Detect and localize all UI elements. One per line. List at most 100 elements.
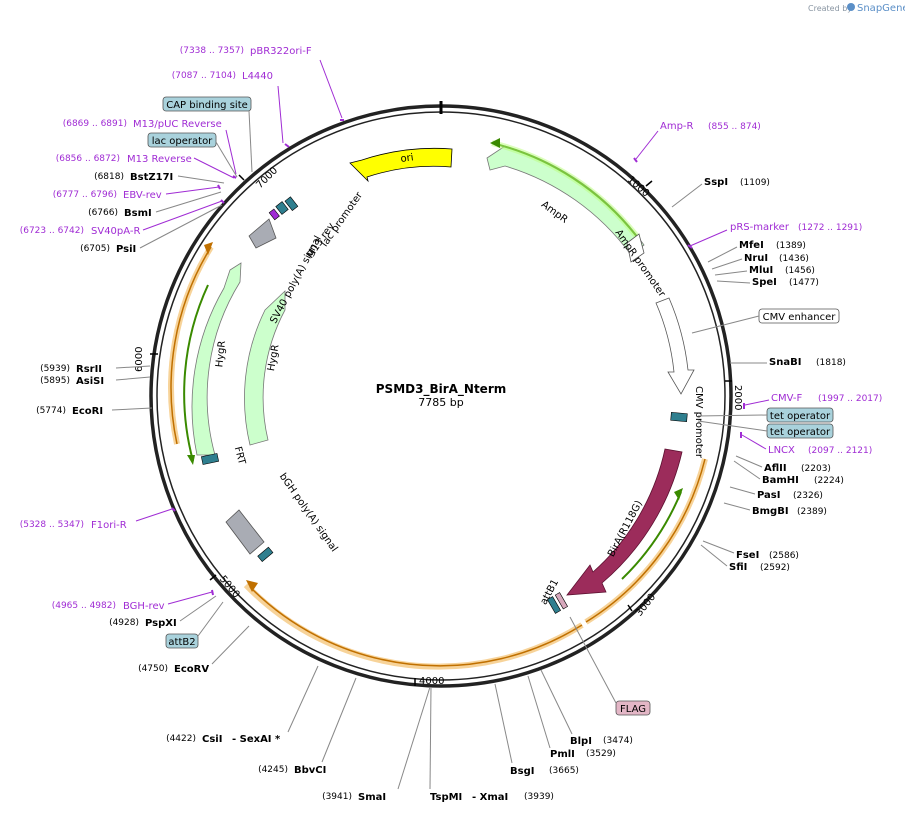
site-name: BamHI — [762, 475, 799, 486]
site-fsei[interactable]: FseI (2586) — [702, 540, 799, 561]
feature-frt[interactable]: FRT — [200, 445, 247, 467]
site-coord: (5895) — [40, 376, 70, 386]
feature-label-hygr-2: HygR — [266, 344, 281, 372]
orf-left-green-arrowhead — [187, 455, 195, 465]
box-label: tet operator — [770, 427, 831, 438]
site-bbvci[interactable]: (4245) BbvCI — [258, 677, 357, 776]
feature-hygr-inner[interactable]: HygR — [244, 290, 286, 446]
feature-label-hygr-1: HygR — [214, 340, 228, 368]
site-name: PasI — [757, 490, 780, 501]
site-name: NruI — [744, 253, 768, 264]
feature-ampr-promoter[interactable]: AmpR promoter — [613, 228, 668, 300]
primer-sv40pa-r[interactable]: (6723 .. 6742) SV40pA-R — [20, 200, 223, 237]
box-label: FLAG — [620, 704, 646, 715]
site-name: SmaI — [358, 792, 386, 803]
site-bsmi[interactable]: (6766) BsmI — [88, 191, 222, 219]
site-pmli[interactable]: PmlI (3529) — [527, 675, 616, 760]
feature-attb1[interactable]: attB1 — [539, 578, 569, 614]
site-psii[interactable]: (6705) PsiI — [80, 204, 223, 255]
feature-tet-operator-box[interactable] — [670, 411, 688, 423]
primer-name: CMV-F — [771, 393, 802, 404]
primer-lncx[interactable]: LNCX (2097 .. 2121) — [741, 434, 872, 456]
feature-lac-operator[interactable]: lac operator — [147, 132, 238, 178]
primer-coord: (6777 .. 6796) — [53, 190, 117, 200]
primer-bgh-rev[interactable]: (4965 .. 4982) BGH-rev — [52, 591, 213, 612]
site-coord: (4422) — [166, 734, 196, 744]
site-name: EcoRV — [174, 664, 209, 675]
site-coord: (1456) — [785, 266, 815, 276]
site-extra: - XmaI — [472, 792, 508, 803]
orf-right-line — [585, 458, 706, 623]
primer-cmv-f[interactable]: CMV-F (1997 .. 2017) — [744, 393, 882, 406]
primer-coord: (6869 .. 6891) — [63, 119, 127, 129]
primer-m13-reverse[interactable]: (6856 .. 6872) M13 Reverse — [56, 154, 235, 179]
primer-name: pRS-marker — [730, 222, 790, 233]
site-name: PspXI — [145, 618, 177, 629]
feature-cmv-enhancer-label[interactable]: CMV enhancer — [691, 308, 840, 334]
primer-prs-marker[interactable]: pRS-marker (1272 .. 1291) — [689, 222, 862, 247]
site-nrui[interactable]: NruI (1436) — [711, 253, 809, 270]
primer-name: F1ori-R — [91, 520, 127, 531]
primer-name: EBV-rev — [123, 190, 162, 201]
site-bsgi[interactable]: BsgI (3665) — [494, 683, 579, 777]
tick-label-4000: 4000 — [419, 676, 444, 687]
feature-attb2[interactable]: attB2 — [165, 601, 224, 649]
feature-cmv-enhancer[interactable]: CMV promoter — [655, 297, 704, 459]
feature-flag[interactable]: FLAG — [569, 616, 651, 716]
primer-f1ori-r[interactable]: (5328 .. 5347) F1ori-R — [20, 508, 173, 531]
primer-coord: (1272 .. 1291) — [798, 223, 862, 233]
site-name: BsmI — [124, 208, 152, 219]
feature-lac-cluster[interactable]: lac promoter M13 rev — [268, 190, 366, 261]
site-blpi[interactable]: BlpI (3474) — [540, 669, 633, 747]
tick-label-1000: 1000 — [625, 174, 651, 199]
site-name: BsgI — [510, 766, 534, 777]
snapgene-logo-icon — [847, 3, 855, 11]
feature-bgh-polya[interactable]: bGH poly(A) signal — [225, 471, 339, 555]
feature-sv40-polya[interactable]: SV40 poly(A) signal — [248, 218, 324, 325]
site-smai[interactable]: (3941) SmaI — [322, 686, 431, 803]
site-bstz17i[interactable]: (6818) BstZ17I — [94, 172, 225, 184]
orf-right-arrowhead — [674, 488, 683, 500]
primer-coord: (1997 .. 2017) — [818, 394, 882, 404]
feature-bgh-small[interactable] — [257, 546, 274, 562]
site-name: AsiSI — [76, 376, 104, 387]
primer-name: SV40pA-R — [91, 226, 140, 237]
feature-bira[interactable]: BirA(R118G) — [566, 448, 683, 596]
primer-pbr322ori-f[interactable]: (7338 .. 7357) pBR322ori-F — [180, 46, 343, 119]
feature-tet-operator-1[interactable]: tet operator — [697, 407, 834, 423]
primer-m13-puc-reverse[interactable]: (6869 .. 6891) M13/pUC Reverse — [63, 119, 237, 175]
site-mfei[interactable]: MfeI (1389) — [707, 240, 806, 263]
site-snabi[interactable]: SnaBI (1818) — [730, 357, 846, 368]
primer-l4440[interactable]: (7087 .. 7104) L4440 — [172, 71, 284, 144]
site-pspxi[interactable]: (4928) PspXI — [109, 595, 217, 629]
feature-ori[interactable]: ori — [349, 147, 453, 183]
site-coord: (2586) — [769, 551, 799, 561]
site-sspi[interactable]: SspI (1109) — [671, 177, 770, 208]
primer-ebv-rev[interactable]: (6777 .. 6796) EBV-rev — [53, 186, 220, 201]
site-name: BbvCI — [294, 765, 326, 776]
site-csii[interactable]: (4422) CsiI - SexAI * — [166, 665, 319, 745]
site-name: SfiI — [729, 562, 747, 573]
tick-label-3000: 3000 — [634, 592, 658, 619]
orf-left-line — [170, 246, 212, 445]
site-tspmi[interactable]: TspMI - XmaI (3939) — [429, 686, 554, 803]
site-asisi[interactable]: (5895) AsiSI — [40, 376, 151, 387]
site-ecorv[interactable]: (4750) EcoRV — [138, 625, 250, 675]
feature-cap-binding-site[interactable]: CAP binding site — [162, 96, 253, 173]
site-pasi[interactable]: PasI (2326) — [729, 486, 823, 501]
primer-amp-r[interactable]: Amp-R (855 .. 874) — [635, 121, 761, 160]
site-ecori[interactable]: (5774) EcoRI — [36, 406, 153, 417]
site-bamhi[interactable]: BamHI (2224) — [733, 460, 844, 486]
feature-tet-operator-2[interactable]: tet operator — [697, 420, 834, 439]
site-aflii[interactable]: AflII (2203) — [735, 455, 831, 474]
site-rsrii[interactable]: (5939) RsrII — [40, 364, 151, 375]
site-sfii[interactable]: SfiI (2592) — [700, 544, 790, 573]
site-coord: (6705) — [80, 244, 110, 254]
box-label: attB2 — [168, 637, 195, 648]
site-spei[interactable]: SpeI (1477) — [716, 277, 819, 288]
site-mlui[interactable]: MluI (1456) — [714, 265, 815, 276]
feature-label-cmv-promoter: CMV promoter — [693, 386, 704, 459]
feature-hygr-outer[interactable]: HygR — [191, 262, 242, 456]
primer-name: BGH-rev — [123, 601, 165, 612]
site-bmgbi[interactable]: BmgBI (2389) — [723, 502, 827, 517]
